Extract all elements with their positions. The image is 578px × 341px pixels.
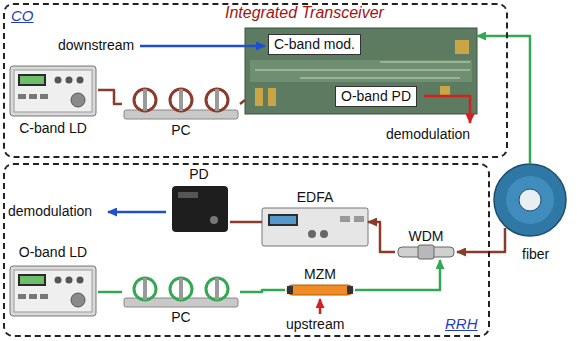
signal-arrow [140, 45, 265, 48]
signal-label: demodulation [386, 126, 470, 143]
polarization-controller: PC [122, 92, 240, 140]
node-label: PC [122, 309, 240, 326]
polarization-controller: PC [122, 278, 240, 328]
fiber-link [457, 228, 505, 252]
chip: Integrated TransceiverC-band mod.O-band … [245, 28, 477, 114]
node-label: WDM [395, 228, 457, 245]
polarization-controller [124, 278, 238, 307]
amplifier [262, 208, 368, 246]
polarization-controller [124, 89, 238, 119]
photodetector [172, 186, 228, 232]
signal-label: demodulation [8, 203, 92, 220]
wdm-coupler [398, 245, 454, 259]
signal-arrow [424, 96, 470, 123]
node-label: RRH [445, 315, 478, 332]
node-label: O-band LD [8, 244, 98, 261]
fiber-link [355, 260, 440, 290]
amplifier: EDFA [262, 188, 368, 246]
fiber-link [98, 90, 122, 104]
chip-block: O-band PD [335, 86, 417, 107]
node-label: EDFA [262, 189, 368, 206]
signal-arrow [319, 299, 322, 314]
fiber-link [477, 36, 530, 164]
fiber-link [240, 100, 245, 104]
signal-label: downstream [58, 37, 134, 54]
signal-label: upstream [286, 316, 344, 333]
fiber-link [240, 290, 285, 292]
node-label: C-band LD [8, 120, 98, 137]
signal-arrow [108, 211, 166, 214]
wdm-coupler: WDM [395, 228, 457, 260]
laser-source: C-band LD [8, 62, 98, 140]
modulator [287, 285, 353, 295]
laser-source [10, 266, 96, 316]
node-label: CO [11, 7, 34, 24]
fiber-link [368, 222, 395, 252]
photodetector: PD [168, 165, 230, 235]
modulator: MZM [285, 266, 355, 298]
site-region: RRH PD EDFA WDM O-band LD PC MZM [3, 163, 490, 337]
node-label: O-band PD [341, 88, 411, 104]
node-label: PD [168, 166, 230, 183]
chip-block: C-band mod. [268, 34, 361, 55]
fiber-spool: fiber [480, 162, 572, 262]
laser-source: O-band LD [8, 244, 98, 320]
node-label: fiber [522, 246, 549, 263]
node-label: C-band mod. [274, 36, 355, 52]
transceiver-chip [245, 28, 477, 114]
fiber-link [230, 221, 262, 224]
laser-source [10, 66, 96, 116]
node-label: MZM [285, 266, 355, 283]
fiber-spool [494, 164, 566, 236]
node-label: Integrated Transceiver [225, 4, 384, 21]
node-label: PC [122, 122, 240, 139]
fiber-link [98, 291, 122, 294]
